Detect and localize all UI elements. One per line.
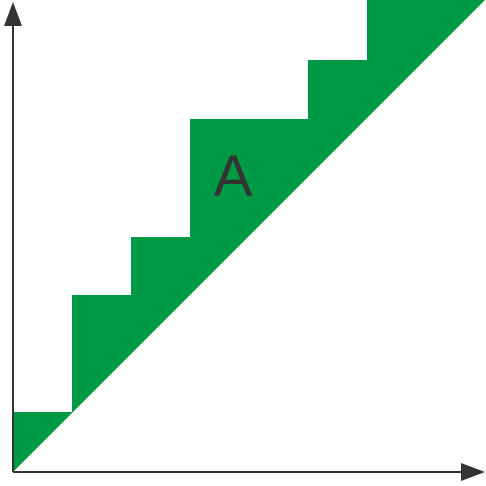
arrow-right-icon	[461, 463, 485, 481]
shaded-region-a	[13, 0, 485, 472]
region-label: A	[214, 144, 253, 209]
arrow-up-icon	[4, 2, 22, 26]
